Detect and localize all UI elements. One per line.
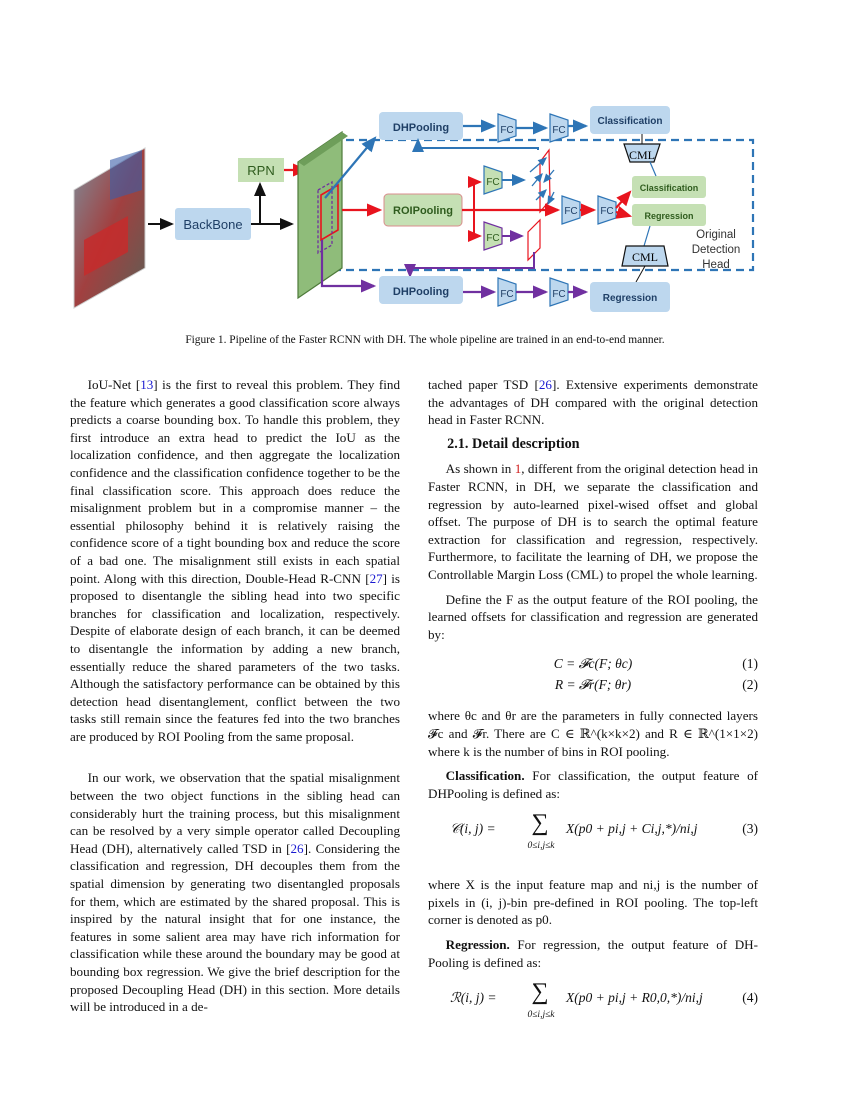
citation-13[interactable]: 13 [140, 377, 154, 392]
pipeline-diagram: BackBone RPN DHPooling FC FC Classificat… [73, 106, 755, 312]
regression-bottom-box [590, 282, 670, 312]
fc-top-1-label: FC [500, 125, 513, 136]
fc-mid-1 [561, 195, 581, 225]
backbone-box [175, 208, 251, 240]
cml-top [623, 143, 661, 163]
fc-top-2 [549, 113, 569, 143]
dhpooling-top-box [379, 112, 463, 140]
classification-top-label: Classification [597, 116, 662, 127]
fc-offset-reg-label: FC [486, 233, 499, 244]
offset-arrows [529, 148, 555, 214]
fc-bottom-1 [497, 277, 517, 307]
fc-top-1 [497, 113, 517, 143]
fc-mid-1-label: FC [564, 206, 577, 217]
fc-bottom-2-label: FC [552, 289, 565, 300]
paragraph-classification: Classification. For classification, the … [428, 768, 758, 801]
roipooling-label: ROIPooling [393, 205, 453, 217]
citation-26-a[interactable]: 26 [290, 840, 304, 856]
classification-mid-label: Classification [640, 183, 699, 193]
rpn-box [238, 158, 284, 182]
figure-ref-1[interactable]: 1 [514, 461, 522, 477]
cml-top-label: CML [629, 148, 655, 162]
equation-2: R = 𝓕r(F; θr)(2) [554, 677, 758, 693]
equation-4: ℛ(i, j) = ∑ 0≤i,j≤k X(p0 + pi,j + R0,0,*… [450, 979, 758, 1021]
left-column: IoU-Net [13] is the first to reveal this… [70, 376, 400, 1016]
reg-offset-plane [527, 218, 541, 262]
regression-bottom-label: Regression [603, 293, 657, 304]
paragraph-our-work: In our work, we observation that the spa… [70, 770, 400, 1015]
paragraph-iou-net: IoU-Net [13] is the first to reveal this… [70, 377, 400, 744]
paragraph-where-x: where X is the input feature map and ni,… [428, 877, 758, 928]
classification-mid-box [632, 176, 706, 198]
dhpooling-top-label: DHPooling [393, 122, 449, 134]
paragraph-detail-1: As shown in 1, different from the origin… [428, 461, 758, 582]
paragraph-regression: Regression. For regression, the output f… [428, 937, 758, 970]
fc-offset-cls-label: FC [486, 177, 499, 188]
rpn-label: RPN [247, 163, 274, 178]
backbone-label: BackBone [183, 217, 242, 232]
regression-mid-label: Regression [644, 211, 693, 221]
dhpooling-bottom-box [379, 276, 463, 304]
paragraph-where-theta: where θc and θr are the parameters in fu… [428, 708, 758, 759]
original-head-line2: Detection [692, 244, 741, 256]
dhpooling-bottom-label: DHPooling [393, 286, 449, 298]
fc-offset-reg [483, 221, 503, 251]
fc-bottom-1-label: FC [500, 289, 513, 300]
fc-top-2-label: FC [552, 125, 565, 136]
regression-mid-box [632, 204, 706, 226]
classification-top-box [590, 106, 670, 134]
cml-bottom [621, 245, 669, 267]
fc-offset-cls [483, 165, 503, 195]
paragraph-define-f: Define the F as the output feature of th… [428, 591, 758, 642]
equation-3: 𝒞(i, j) = ∑ 0≤i,j≤k X(p0 + pi,j + Ci,j,*… [450, 810, 758, 852]
fc-mid-2-label: FC [600, 206, 613, 217]
citation-27[interactable]: 27 [369, 570, 383, 586]
fc-bottom-2 [549, 277, 569, 307]
original-head-line1: Original [696, 229, 736, 241]
paragraph-tsd-continued: tached paper TSD [26]. Extensive experim… [428, 377, 758, 428]
original-head-line3: Head [702, 259, 730, 271]
right-column: tached paper TSD [26]. Extensive experim… [428, 376, 758, 1045]
equation-1: C = 𝓕c(F; θc)(1) [553, 656, 758, 672]
figure-caption: Figure 1. Pipeline of the Faster RCNN wi… [185, 334, 665, 346]
section-title: 2.1. Detail description [447, 435, 580, 452]
input-image [73, 147, 146, 309]
cml-bottom-label: CML [632, 250, 658, 264]
citation-26-b[interactable]: 26 [538, 377, 552, 392]
pipeline-figure: BackBone RPN DHPooling FC FC Classificat… [70, 100, 770, 320]
